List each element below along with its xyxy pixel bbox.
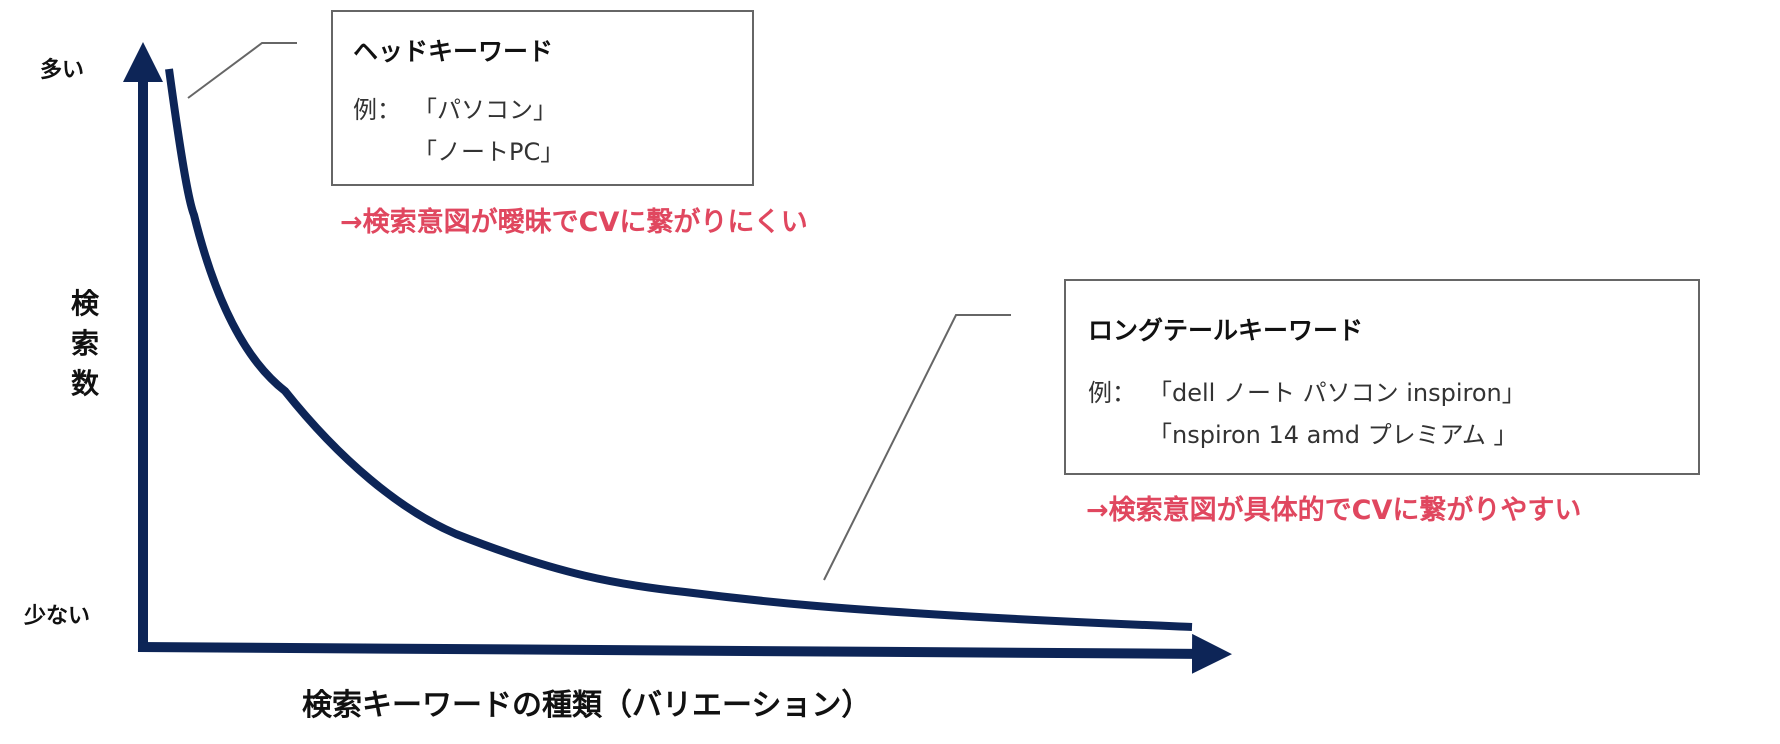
head-example-prefix: 例：: [353, 96, 401, 124]
head-note: →検索意図が曖昧でCVに繋がりにくい: [340, 207, 808, 238]
head-example-2: 「ノートPC」: [413, 138, 565, 166]
longtail-example-prefix: 例：: [1088, 379, 1136, 407]
head-keyword-title: ヘッドキーワード: [353, 37, 554, 66]
longtail-keyword-title: ロングテールキーワード: [1088, 316, 1364, 345]
y-high-label: 多い: [40, 58, 85, 83]
longtail-keyword-box: ロングテールキーワード 例： 「dell ノート パソコン inspiron」 …: [1064, 279, 1700, 475]
head-leader-line: [187, 42, 297, 99]
longtail-example-1: 「dell ノート パソコン inspiron」: [1148, 379, 1526, 407]
head-example-1: 「パソコン」: [413, 96, 557, 124]
longtail-note: →検索意図が具体的でCVに繋がりやすい: [1086, 495, 1582, 526]
head-keyword-box: ヘッドキーワード 例： 「パソコン」 「ノートPC」: [331, 10, 754, 186]
longtail-example-2: 「nspiron 14 amd プレミアム 」: [1148, 421, 1518, 449]
y-low-label: 少ない: [24, 604, 91, 629]
x-axis-title: 検索キーワードの種類（バリエーション）: [302, 688, 872, 723]
longtail-leader-line: [823, 314, 1011, 581]
y-axis-title: 検索数: [70, 287, 99, 400]
long-tail-curve: [165, 68, 1193, 631]
x-axis-arrow: [137, 633, 1232, 674]
